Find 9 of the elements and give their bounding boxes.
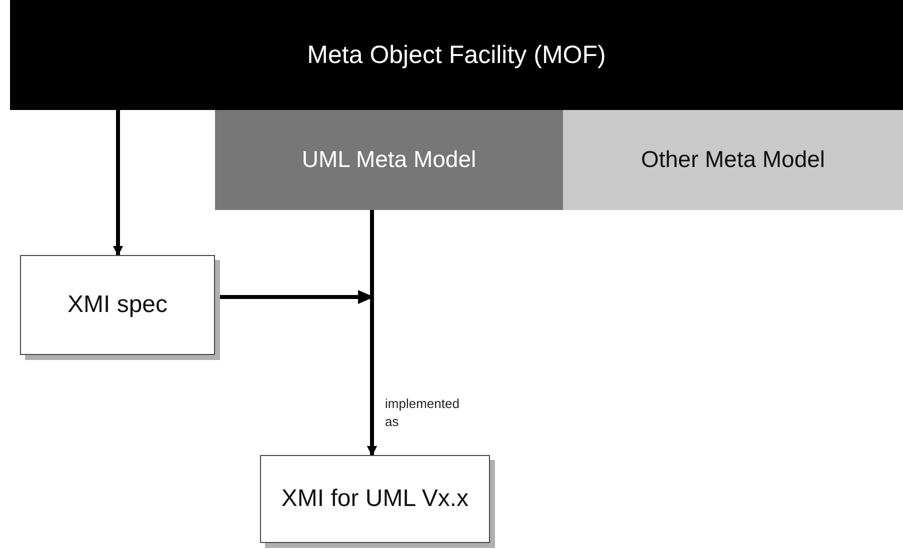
band [10, 0, 903, 110]
node-label: XMI for UML Vx.x [280, 484, 470, 514]
band [215, 110, 563, 210]
node-label: XMI spec [66, 290, 169, 320]
node-label: Meta Object Facility (MOF) [306, 40, 607, 70]
arrow [113, 110, 123, 256]
node-label: Other Meta Model [640, 146, 826, 174]
node-label: UML Meta Model [300, 146, 478, 174]
band [563, 110, 903, 210]
